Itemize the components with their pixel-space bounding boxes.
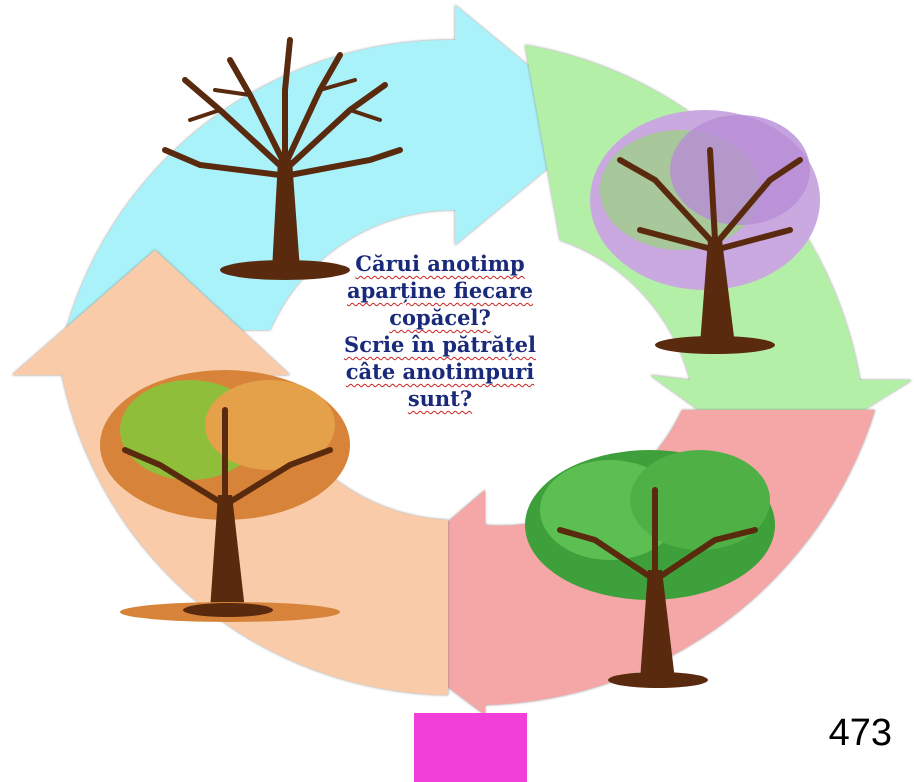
question-line-5: câte anotimpuri [345, 359, 535, 384]
question-line-1: Cărui anotimp [355, 251, 525, 276]
question-line-6: sunt? [407, 386, 473, 411]
question-line-2: aparține fiecare [346, 278, 534, 303]
blossom-tree-icon [590, 110, 820, 354]
green-tree-icon [525, 450, 775, 688]
answer-box[interactable] [414, 713, 527, 782]
question-line-3: copăcel? [389, 305, 491, 330]
autumn-tree-icon [100, 370, 350, 622]
question-line-4: Scrie în pătrățel [344, 332, 536, 357]
question-text: Cărui anotimp aparține fiecare copăcel? … [330, 250, 550, 412]
bare-tree-icon [162, 37, 403, 280]
page-number: 473 [828, 712, 892, 754]
